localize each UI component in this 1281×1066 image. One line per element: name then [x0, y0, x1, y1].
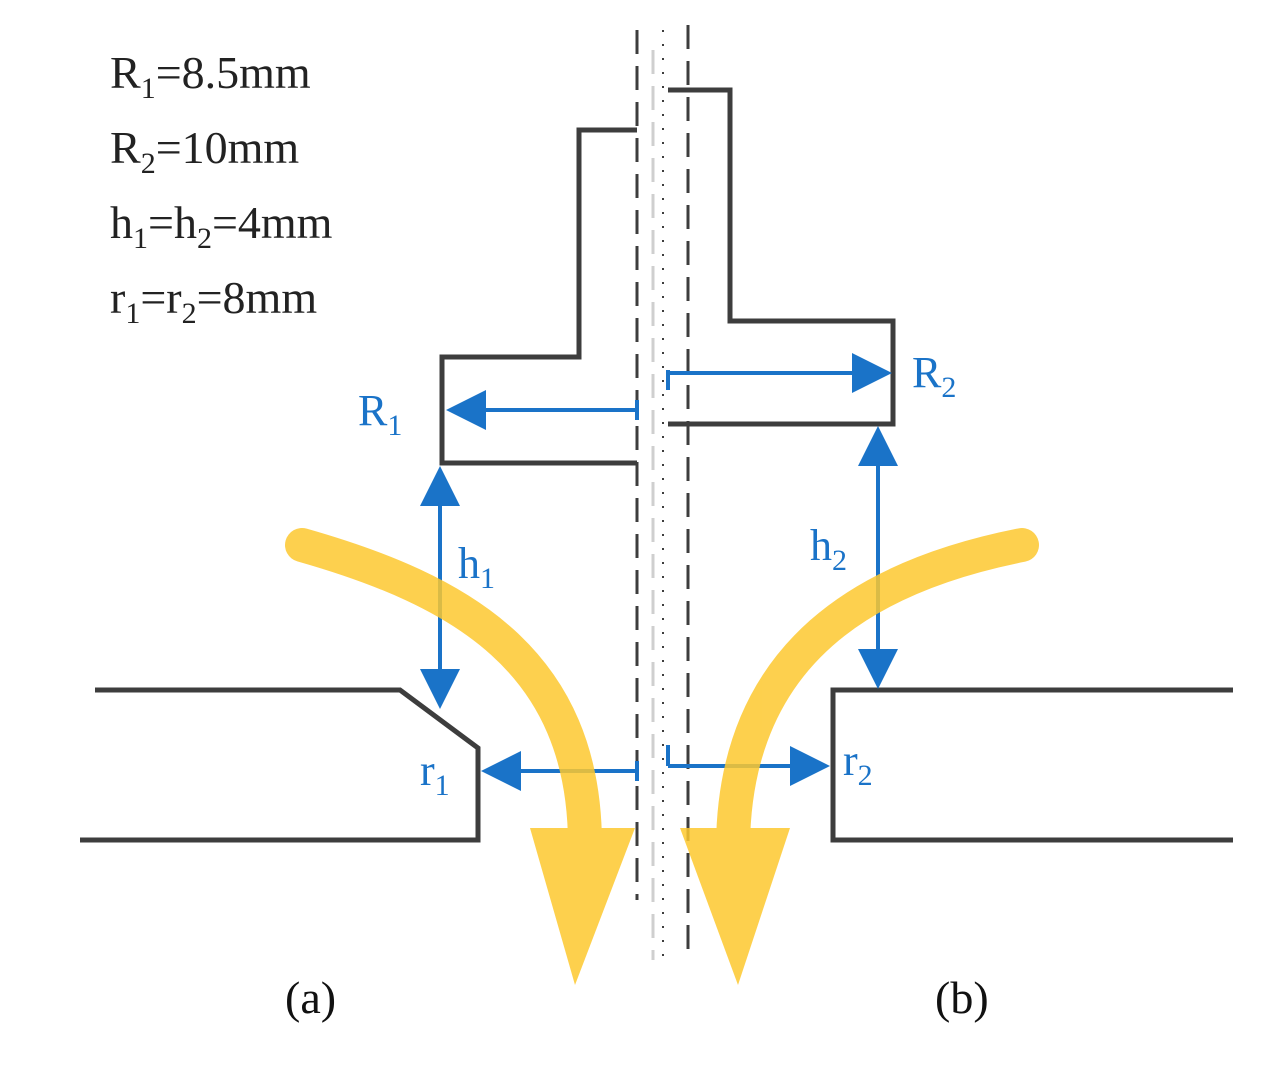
- dimension-labels: R1 R2 h1 h2 r1 r2: [358, 348, 956, 802]
- nozzle-b-outline: [668, 87, 896, 427]
- dimension-arrows: [420, 353, 898, 791]
- label-r2: r2: [843, 736, 873, 792]
- flow-arrow-a-head: [530, 828, 635, 985]
- label-R1: R1: [358, 386, 402, 442]
- flow-arrows: [285, 528, 1039, 985]
- label-h2: h2: [810, 521, 847, 577]
- parameter-list: R1=8.5mm R2=10mm h1=h2=4mm r1=r2=8mm: [110, 47, 333, 330]
- label-R2: R2: [912, 348, 956, 404]
- flow-arrow-b-head: [680, 828, 790, 985]
- param-R2: R2=10mm: [110, 122, 299, 180]
- label-h1: h1: [458, 539, 495, 595]
- flow-arrow-a-curve: [285, 528, 602, 862]
- label-r1: r1: [420, 746, 450, 802]
- plate-a-upper: [80, 687, 481, 843]
- param-R1: R1=8.5mm: [110, 47, 311, 105]
- param-h: h1=h2=4mm: [110, 197, 333, 255]
- caption-b: (b): [935, 972, 989, 1023]
- param-r: r1=r2=8mm: [110, 272, 317, 330]
- center-axes: [635, 25, 690, 960]
- nozzle-a-outline: [439, 127, 637, 466]
- plate-b-outline: [830, 687, 1233, 843]
- caption-a: (a): [285, 972, 336, 1023]
- flow-arrow-b-curve: [716, 528, 1039, 862]
